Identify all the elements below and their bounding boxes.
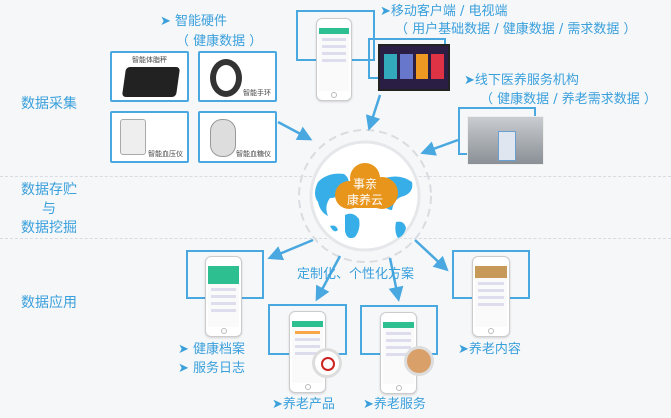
app-products-text: 养老产品 <box>282 397 335 412</box>
app-products: ➤养老产品 <box>272 396 335 413</box>
app-log-text: 服务日志 <box>193 361 246 376</box>
device-glucose: 智能血糖仪 <box>198 111 277 163</box>
app-archive-text: 健康档案 <box>193 342 246 357</box>
offline-subtitle: （ 健康数据 / 养老需求数据 ） <box>480 92 657 107</box>
section-store: 数据存贮 与 数据挖掘 <box>14 181 84 238</box>
offline-title: ➤线下医养服务机构 <box>464 72 579 89</box>
blood-pressure-monitor-icon <box>120 119 146 155</box>
offline-title-text: 线下医养服务机构 <box>474 73 579 88</box>
app-archive: ➤ 健康档案 <box>178 341 245 358</box>
care-service-badge <box>404 346 434 376</box>
cloud-shape <box>335 163 398 209</box>
cloud-label-line2: 康养云 <box>346 193 383 207</box>
cloud-label-line1: 事亲 <box>352 177 377 191</box>
mobile-title-text: 移动客户端 / 电视端 <box>390 4 508 19</box>
medical-facility-photo <box>467 116 544 165</box>
arrow-icon: ➤ <box>160 14 171 29</box>
wristband-icon <box>210 59 242 97</box>
section-collect: 数据采集 <box>21 96 77 112</box>
arrow-icon: ➤ <box>178 361 189 376</box>
cloud-label: 事亲 康养云 <box>335 176 395 208</box>
flow-arrows <box>267 94 459 302</box>
arrow-icon: ➤ <box>380 4 391 19</box>
device-bp: 智能血压仪 <box>110 111 189 163</box>
app-log: ➤ 服务日志 <box>178 360 245 377</box>
section-store-line2: 与 <box>42 201 56 217</box>
app-services-text: 养老服务 <box>373 397 426 412</box>
mobile-subtitle: （ 用户基础数据 / 健康数据 / 需求数据 ） <box>395 22 637 37</box>
hardware-subtitle: （ 健康数据 ） <box>176 34 263 49</box>
arrow-icon: ➤ <box>458 342 469 357</box>
arrow-icon: ➤ <box>464 73 475 88</box>
device-label: 智能血压仪 <box>148 150 183 158</box>
tv-icon <box>378 44 450 91</box>
custom-plan-label: 定制化、个性化方案 <box>297 267 415 282</box>
arrow-icon: ➤ <box>272 397 283 412</box>
archive-phone <box>205 256 242 337</box>
app-content-text: 养老内容 <box>468 342 521 357</box>
device-label: 智能血糖仪 <box>236 150 271 158</box>
scale-icon <box>121 67 181 97</box>
glucose-meter-icon <box>210 119 236 157</box>
device-label: 智能手环 <box>243 89 271 97</box>
device-band: 智能手环 <box>198 51 277 102</box>
arrow-icon: ➤ <box>178 342 189 357</box>
hardware-title: ➤ 智能硬件 <box>160 13 227 30</box>
content-phone <box>472 256 510 337</box>
mobile-title: ➤移动客户端 / 电视端 <box>380 3 508 20</box>
app-services: ➤养老服务 <box>363 396 426 413</box>
app-content: ➤养老内容 <box>458 341 521 358</box>
section-store-line1: 数据存贮 <box>21 182 77 198</box>
wheelchair-badge <box>312 348 342 378</box>
mobile-app-phone <box>316 18 352 101</box>
arrow-icon: ➤ <box>363 397 374 412</box>
hardware-title-text: 智能硬件 <box>175 14 228 29</box>
section-apply: 数据应用 <box>21 295 77 311</box>
device-label: 智能体脂秤 <box>132 56 167 64</box>
section-store-line3: 数据挖掘 <box>21 220 77 236</box>
cloud-ring <box>298 129 432 263</box>
device-scale: 智能体脂秤 <box>110 51 189 102</box>
